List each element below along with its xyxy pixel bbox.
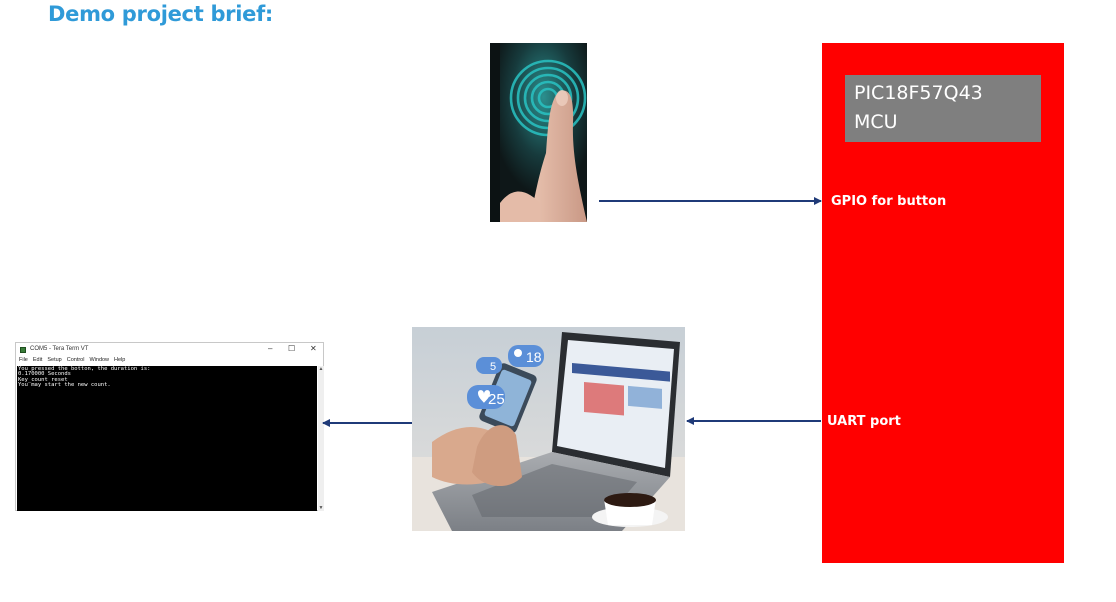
comment-count: 5 bbox=[490, 361, 496, 373]
terminal-screen[interactable]: You pressed the botton, the duration is:… bbox=[17, 366, 317, 511]
mcu-type: MCU bbox=[854, 111, 898, 133]
terminal-line: Key_count reset bbox=[18, 376, 68, 383]
scroll-down-icon[interactable]: ▼ bbox=[318, 505, 324, 511]
heart-count: 25 bbox=[488, 391, 505, 408]
terminal-window: COM5 - Tera Term VT – ☐ ✕ File Edit Setup C… bbox=[15, 342, 324, 511]
heart-icon: 25 bbox=[467, 385, 505, 409]
minimize-button[interactable]: – bbox=[268, 344, 273, 353]
page-title: Demo project brief: bbox=[48, 2, 274, 26]
terminal-line: You may start the new count. bbox=[18, 382, 111, 389]
person-icon: 18 bbox=[508, 345, 544, 367]
terminal-line: You pressed the botton, the duration is: bbox=[18, 366, 151, 372]
maximize-button[interactable]: ☐ bbox=[288, 344, 296, 353]
laptop-illustration: 5 18 25 bbox=[412, 327, 685, 531]
fingerprint-illustration bbox=[490, 43, 587, 222]
terminal-menubar: File Edit Setup Control Window Help bbox=[16, 357, 323, 366]
mcu-part-number: PIC18F57Q43 bbox=[854, 82, 983, 104]
terminal-window-title: COM5 - Tera Term VT bbox=[30, 346, 89, 352]
menu-edit[interactable]: Edit bbox=[32, 357, 43, 363]
menu-file[interactable]: File bbox=[19, 357, 28, 363]
terminal-scrollbar[interactable]: ▲ ▼ bbox=[318, 366, 324, 511]
gpio-port-label: GPIO for button bbox=[831, 194, 947, 209]
scroll-up-icon[interactable]: ▲ bbox=[318, 366, 324, 372]
tera-term-icon bbox=[20, 347, 26, 353]
comment-icon: 5 bbox=[476, 357, 502, 374]
close-button[interactable]: ✕ bbox=[310, 344, 317, 353]
menu-setup[interactable]: Setup bbox=[47, 357, 62, 363]
mcu-block: PIC18F57Q43 MCU GPIO for button UART por… bbox=[822, 43, 1064, 563]
person-count: 18 bbox=[526, 349, 542, 365]
menu-help[interactable]: Help bbox=[114, 357, 126, 363]
terminal-line: 0.170000 Seconds bbox=[18, 371, 71, 378]
uart-port-label: UART port bbox=[827, 414, 901, 429]
terminal-titlebar: COM5 - Tera Term VT bbox=[16, 343, 323, 357]
fingerprint-photo bbox=[490, 43, 587, 222]
mcu-name-box: PIC18F57Q43 MCU bbox=[845, 75, 1041, 142]
laptop-photo: 5 18 25 bbox=[412, 327, 685, 531]
menu-window[interactable]: Window bbox=[89, 357, 110, 363]
menu-control[interactable]: Control bbox=[66, 357, 85, 363]
